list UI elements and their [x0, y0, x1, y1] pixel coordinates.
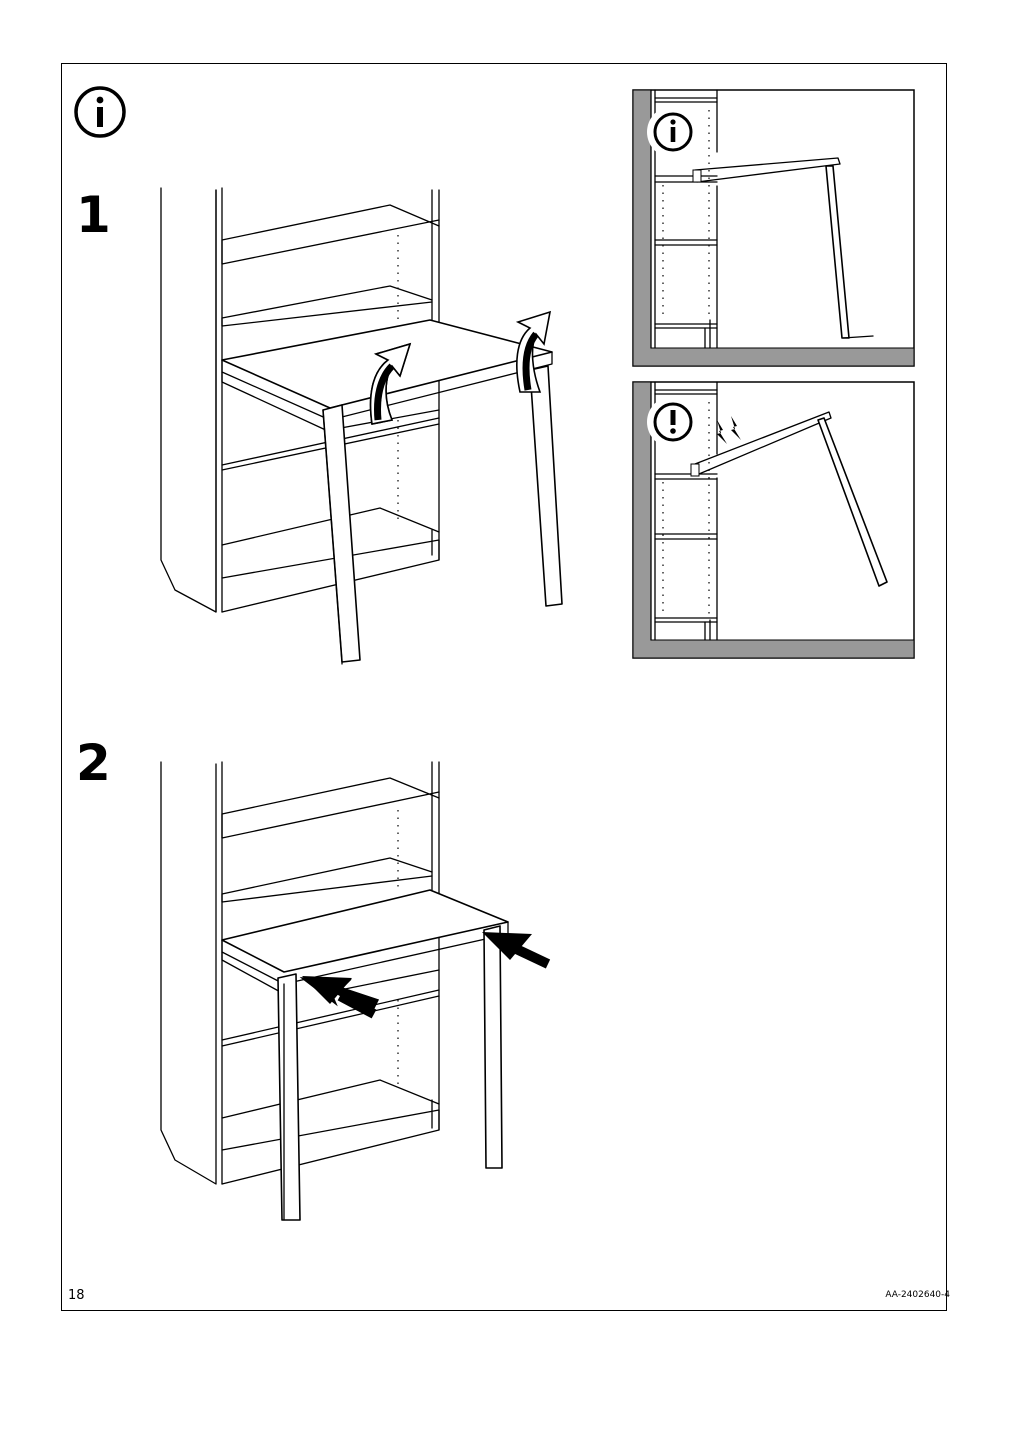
step-number-2: 2 [76, 734, 111, 792]
info-circle-icon [653, 112, 693, 152]
detail-panel-incorrect [632, 381, 915, 659]
bookcase-step-2 [160, 761, 440, 1185]
info-circle-icon [74, 86, 126, 138]
table-step-2 [221, 889, 551, 1221]
page-number: 18 [68, 1288, 85, 1303]
bookcase-step-1 [160, 187, 440, 613]
step-number-1: 1 [76, 186, 111, 244]
warning-exclamation-icon [653, 402, 693, 442]
document-code: AA-2402640-4 [885, 1290, 950, 1300]
instruction-frame [61, 63, 947, 1311]
detail-panel-correct [632, 89, 915, 367]
table-step-1 [221, 310, 563, 665]
lightning-bolt-icon [717, 416, 741, 444]
